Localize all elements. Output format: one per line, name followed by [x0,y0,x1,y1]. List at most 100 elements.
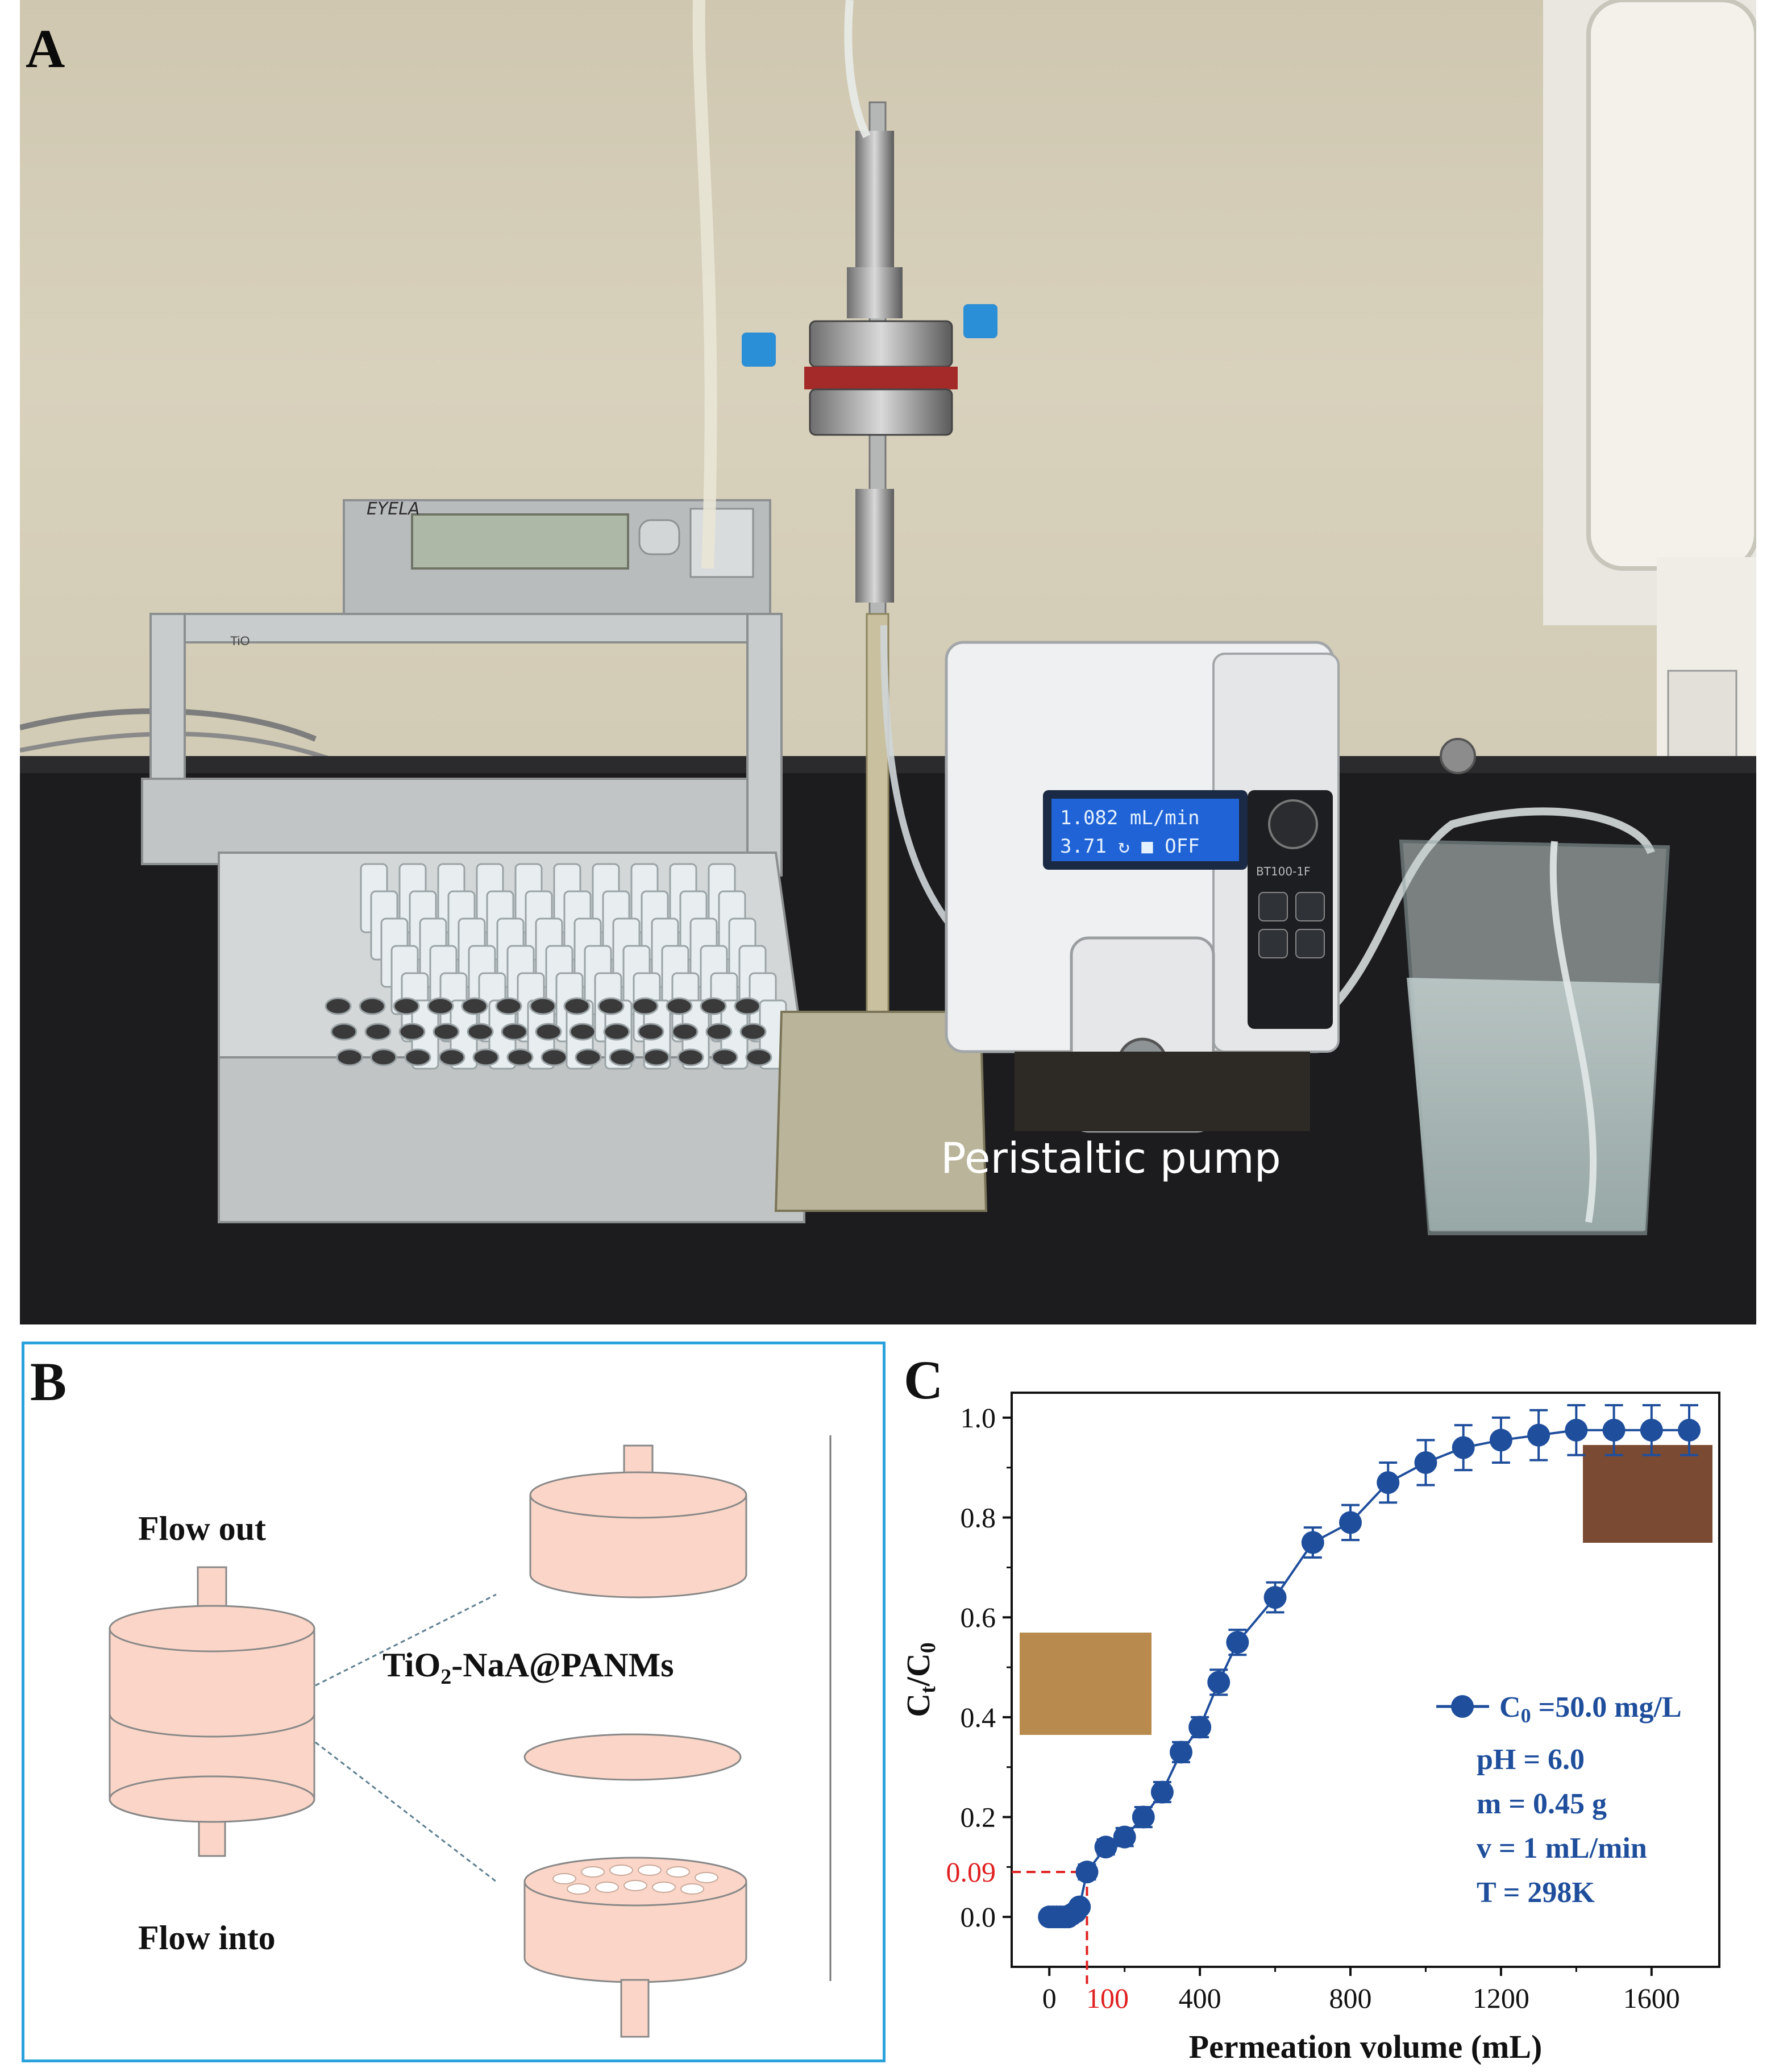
y-tick-label: 0.0 [961,1901,996,1933]
x-tick-label: 800 [1329,1982,1372,2014]
tray-hole [370,1048,397,1066]
pump-model: BT100-1F [1256,865,1311,878]
tray-hole [745,1048,772,1066]
tray-hole [541,1048,568,1066]
tray-hole [677,1048,704,1066]
data-point [1414,1451,1437,1474]
tray-hole [609,1048,636,1066]
tray-hole [472,1048,500,1066]
data-point [1068,1895,1091,1919]
data-point [1339,1511,1362,1534]
tray-hole [705,1023,733,1041]
panel-c-letter: C [904,1350,943,1410]
tray-hole [700,997,727,1015]
base-hole [581,1866,605,1878]
data-point [1263,1586,1287,1609]
tray-hole [501,1023,528,1041]
legend-mass: m = 0.45 g [1477,1788,1607,1820]
connector-line-bottom [315,1741,497,1883]
data-point [1075,1861,1099,1884]
membrane-disk [523,1733,742,1781]
panel-a-letter: A [26,18,65,79]
tray-hole [325,997,352,1015]
base-hole [666,1866,690,1878]
base-hole [623,1880,647,1891]
tray-hole [364,1023,392,1041]
data-point [1489,1429,1512,1452]
tray-hole [739,1023,767,1041]
tray-hole [438,1048,465,1066]
annotation-x-label: 100 [1086,1982,1129,2014]
legend-marker [1451,1695,1474,1718]
tray-hole [563,997,591,1015]
x-tick-label: 400 [1179,1982,1221,2014]
base-hole [695,1872,718,1883]
y-tick-label: 0.6 [961,1601,996,1633]
tray-hole [461,997,488,1015]
data-point [1113,1825,1136,1849]
data-point [1678,1418,1701,1442]
panel-b-letter: B [30,1351,67,1412]
x-tick-label: 0 [1042,1982,1057,2014]
legend-temperature: T = 298K [1477,1876,1595,1909]
breakthrough-annotation: 0.09 100 [946,1856,1129,2014]
data-point [1565,1418,1588,1442]
tray-hole [637,1023,664,1041]
tray-hole [631,997,659,1015]
filter-diagram-svg [109,1435,832,2038]
tray-hole [734,997,761,1015]
after-swatch [1583,1445,1712,1543]
tray-hole [603,1023,630,1041]
data-point [1226,1631,1249,1654]
tio-wall-label: TiO [230,634,250,648]
plot-frame [1011,1392,1720,1968]
legend: C0 =50.0 mg/L pH = 6.0 m = 0.45 g v = 1 … [1436,1691,1682,1909]
tray-hole [597,997,625,1015]
legend-ph: pH = 6.0 [1477,1743,1585,1776]
x-axis-title: Permeation volume (mL) [1189,2028,1543,2065]
data-point [1377,1471,1400,1494]
base-hole [552,1873,576,1884]
legend-c0: C0 =50.0 mg/L [1499,1691,1682,1727]
tray-hole [467,1023,494,1041]
y-tick-label: 0.4 [961,1701,996,1733]
tray-hole [393,997,420,1015]
y-ticks: 0.00.20.40.60.81.0 [961,1402,1012,1933]
data-point [1301,1531,1324,1554]
tray-hole [495,997,522,1015]
data-point [1207,1671,1231,1694]
data-point [1188,1716,1212,1739]
base-hole [567,1883,591,1895]
diagram-panel: B Flow out Flow into TiO2-NaA@PANMs [22,1342,886,2062]
tray-hole [575,1048,602,1066]
tray-hole [529,997,556,1015]
data-point [1452,1436,1475,1459]
tray-hole [398,1023,426,1041]
annotation-y-label: 0.09 [946,1856,996,1888]
pump-display-line1: 1.082 mL/min [1060,807,1200,829]
instrument-brand: EYELA [367,499,419,519]
flow-into-label: Flow into [138,1919,276,1957]
lab-setup-photo: EYELA [20,0,1756,1324]
assembled-filter [109,1566,315,1857]
tray-hole [359,997,386,1015]
tray-hole [666,997,693,1015]
pump-display-line2: 3.71 ↻ ■ OFF [1060,835,1200,858]
legend-flow-rate: v = 1 mL/min [1477,1832,1647,1865]
y-axis-title: Ct/C0 [900,1642,940,1717]
peristaltic-pump-label: Peristaltic pump [941,1134,1281,1183]
tray-hole [711,1048,738,1066]
data-point [1640,1418,1663,1442]
x-tick-label: 1600 [1623,1982,1680,2014]
y-tick-label: 1.0 [961,1402,996,1434]
base-holes [552,1865,718,1895]
tray-hole [506,1048,534,1066]
base-hole [680,1883,704,1895]
connector-line-top [315,1593,497,1687]
y-tick-label: 0.2 [961,1801,996,1833]
tray-hole [433,1023,460,1041]
